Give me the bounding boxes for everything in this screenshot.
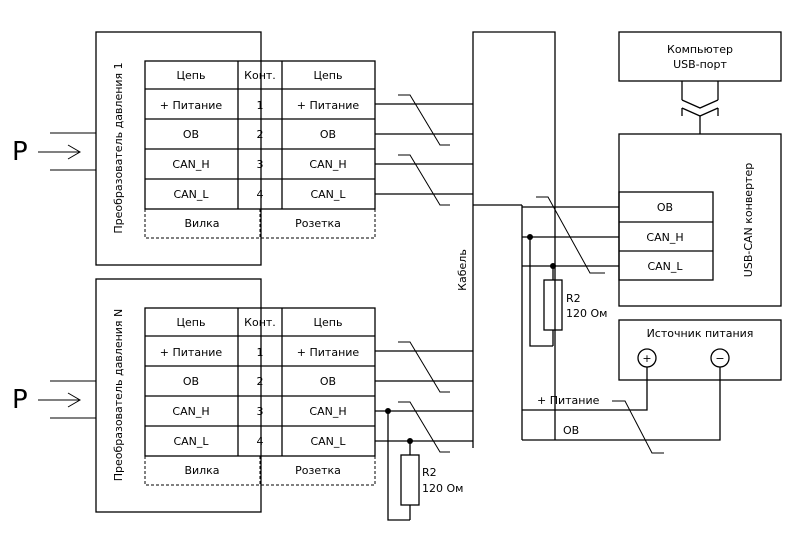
computer: Компьютер USB-порт [618, 31, 782, 134]
sensor-n: Преобразователь давления N Цепь Конт. Це… [12, 278, 376, 513]
usb-cable-icon [681, 81, 719, 134]
sensor-n-row-left: ОВ [183, 375, 199, 388]
sensor-1-row-num: 2 [257, 128, 264, 141]
sensor-n-row-right: + Питание [297, 346, 360, 359]
sensor-1: Преобразователь давления 1 Цепь Конт. Це… [12, 31, 376, 266]
sensor-1-row-right: ОВ [320, 128, 336, 141]
resistor-top-name: R2 [566, 292, 581, 305]
computer-box [618, 31, 782, 82]
cable: Кабель [375, 31, 556, 453]
sensor-n-row-num: 4 [257, 435, 264, 448]
cable-label: Кабель [456, 249, 469, 291]
sensor-n-row-num: 3 [257, 405, 264, 418]
resistor-bottom-name: R2 [422, 466, 437, 479]
sensor-1-row-num: 3 [257, 158, 264, 171]
sensor-1-title: Преобразователь давления 1 [112, 62, 125, 233]
power-source: Источник питания + − + Питание ОВ [522, 319, 782, 454]
converter: ОВ CAN_H CAN_L USB-CAN конвертер [522, 133, 782, 307]
converter-pin-can-h: CAN_H [646, 231, 683, 244]
power-minus-sign: − [715, 352, 724, 365]
power-source-box [618, 319, 782, 381]
computer-line1: Компьютер [667, 43, 733, 56]
sensor-1-row-right: CAN_L [310, 188, 346, 201]
sensor-1-row-left: + Питание [160, 99, 223, 112]
sensor-n-row-left: CAN_L [173, 435, 209, 448]
resistor-top-value: 120 Ом [566, 307, 607, 320]
sensor-1-header-chain: Цепь [177, 69, 206, 82]
sensor-1-row-right: + Питание [297, 99, 360, 112]
sensor-n-row-left: CAN_H [172, 405, 209, 418]
sensor-n-header-chain: Цепь [177, 316, 206, 329]
sensor-1-row-left: ОВ [183, 128, 199, 141]
sensor-n-row-left: + Питание [160, 346, 223, 359]
computer-line2: USB-порт [673, 58, 727, 71]
ov-wire-label: ОВ [563, 424, 579, 437]
pressure-symbol: P [12, 385, 28, 415]
pressure-symbol: P [12, 137, 28, 167]
resistor-top-body [543, 279, 563, 331]
sensor-n-title: Преобразователь давления N [112, 309, 125, 482]
sensor-n-header-contact: Конт. [244, 316, 276, 329]
sensor-n-row-right: CAN_H [309, 405, 346, 418]
converter-pin-ov: ОВ [657, 201, 673, 214]
sensor-1-row-right: CAN_H [309, 158, 346, 171]
sensor-n-row-right: ОВ [320, 375, 336, 388]
sensor-1-header-contact: Конт. [244, 69, 276, 82]
sensor-n-row-num: 2 [257, 375, 264, 388]
sensor-n-row-num: 1 [257, 346, 264, 359]
sensor-n-row-right: CAN_L [310, 435, 346, 448]
sensor-1-row-left: CAN_L [173, 188, 209, 201]
resistor-bottom-body [400, 454, 420, 506]
sensor-1-socket-label: Розетка [295, 217, 341, 230]
power-wire-label: + Питание [537, 394, 600, 407]
resistor-bottom-value: 120 Ом [422, 482, 463, 495]
sensor-1-row-num: 4 [257, 188, 264, 201]
converter-pin-block [618, 191, 714, 281]
sensor-n-header-chain2: Цепь [314, 316, 343, 329]
resistor-top: R2 120 Ом [527, 234, 607, 347]
sensor-1-row-left: CAN_H [172, 158, 209, 171]
converter-pin-can-l: CAN_L [647, 260, 683, 273]
resistor-bottom: R2 120 Ом [385, 408, 463, 521]
sensor-n-socket-label: Розетка [295, 464, 341, 477]
sensor-n-plug-label: Вилка [184, 464, 219, 477]
sensor-1-row-num: 1 [257, 99, 264, 112]
power-source-title: Источник питания [647, 327, 754, 340]
converter-title: USB-CAN конвертер [742, 163, 755, 277]
sensor-1-plug-label: Вилка [184, 217, 219, 230]
sensor-1-header-chain2: Цепь [314, 69, 343, 82]
power-plus-sign: + [642, 352, 651, 365]
